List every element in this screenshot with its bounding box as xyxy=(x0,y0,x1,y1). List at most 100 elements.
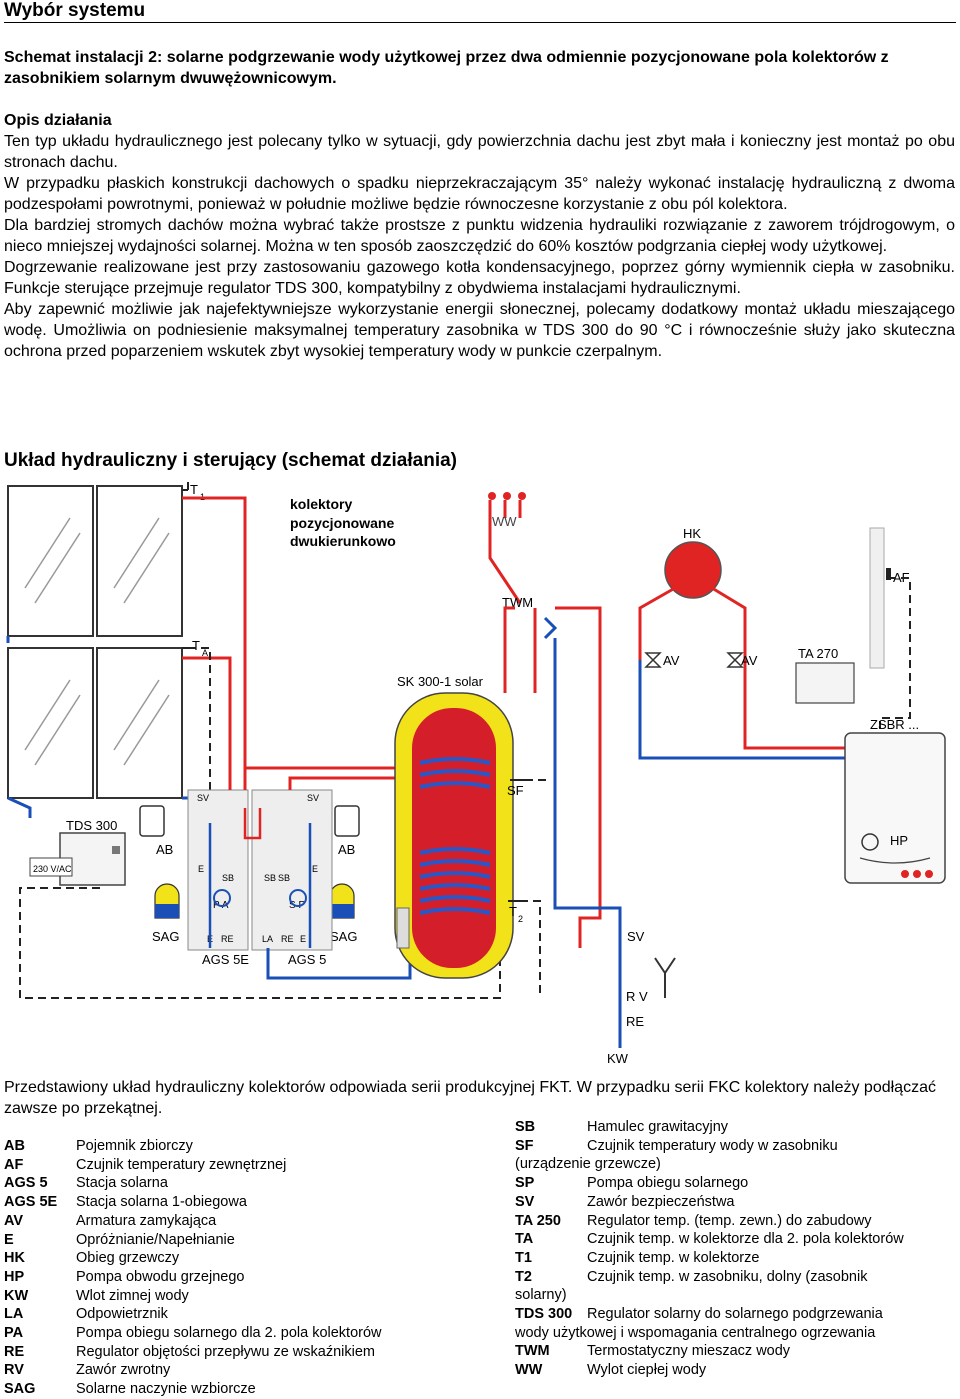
sv-bottom-label: SV xyxy=(627,929,645,944)
legend-row: T2 Czujnik temp. w zasobniku, dolny (zaso… xyxy=(515,1268,955,1287)
av-label-2: AV xyxy=(741,653,758,668)
re-bottom-label: RE xyxy=(626,1014,644,1029)
hp-label: HP xyxy=(890,833,908,848)
legend-code: E xyxy=(4,1231,14,1248)
legend-row: AV Armatura zamykająca xyxy=(4,1212,382,1231)
paragraph-2: W przypadku płaskich konstrukcji dachowy… xyxy=(4,175,955,213)
legend-code: SB xyxy=(515,1119,536,1135)
legend-code: TA 250 xyxy=(515,1212,561,1229)
legend-description: Czujnik temp. w zasobniku, dolny (zasobn… xyxy=(587,1268,868,1285)
legend-row: HK Obieg grzewczy xyxy=(4,1249,382,1268)
paragraph-1: Ten typ układu hydraulicznego jest polec… xyxy=(4,133,955,171)
v230-label: 230 V/AC xyxy=(33,864,72,874)
ab-left-label: AB xyxy=(156,842,173,857)
tank-lower-coil xyxy=(419,847,491,915)
legend-code: WW xyxy=(515,1362,543,1379)
collector-caption-3: dwukierunkowo xyxy=(290,533,396,549)
rv-label: R V xyxy=(626,989,648,1004)
ww-label: WW xyxy=(492,514,517,529)
legend-description-continuation: (urządzenie grzewcze) xyxy=(515,1156,661,1173)
opis-heading: Opis działania xyxy=(4,112,112,129)
description-block: Opis działania Ten typ układu hydraulicz… xyxy=(4,110,955,362)
legend-code: AF xyxy=(4,1156,24,1173)
legend-code: T2 xyxy=(515,1268,532,1285)
tank-label: SK 300-1 solar xyxy=(397,674,484,689)
t2-label: T xyxy=(509,904,517,919)
legend-code: TDS 300 xyxy=(515,1306,573,1323)
e-label-2: E xyxy=(312,864,318,874)
legend-description: Pojemnik zbiorczy xyxy=(76,1138,193,1154)
re-label-2: RE xyxy=(281,934,294,944)
hydraulic-diagram: T 1 T A kolektory pozycjonowane dwukieru… xyxy=(6,478,946,1066)
legend-description: Czujnik temperatury zewnętrznej xyxy=(76,1156,287,1173)
collector-field-upper xyxy=(7,485,183,637)
legend-row: PA Pompa obiegu solarnego dla 2. pola kol… xyxy=(4,1324,382,1343)
note-text: Przedstawiony układ hydrauliczny kolekto… xyxy=(4,1079,936,1117)
legend-code: SAG xyxy=(4,1381,36,1398)
kw-label: KW xyxy=(607,1051,629,1066)
ags5-label: AGS 5 xyxy=(288,952,326,967)
legend-description: Czujnik temp. w kolektorze dla 2. pola k… xyxy=(587,1231,904,1248)
legend-row: TA Czujnik temp. w kolektorze dla 2. pola… xyxy=(515,1230,955,1249)
legend-code: PA xyxy=(4,1325,24,1342)
legend-description-continuation: solarny) xyxy=(515,1287,567,1304)
ags5e-label: AGS 5E xyxy=(202,952,249,967)
legend-row: E Opróżnianie/Napełnianie xyxy=(4,1231,382,1250)
ab-right-label: AB xyxy=(338,842,355,857)
la-label: LA xyxy=(262,934,273,944)
sb-label-1: SB xyxy=(222,873,234,883)
sb-label-3: SB xyxy=(278,873,290,883)
legend-code: AB xyxy=(4,1138,25,1154)
legend-description: Hamulec grawitacyjny xyxy=(587,1119,729,1135)
legend-code: TA xyxy=(515,1231,534,1248)
intro-block: Schemat instalacji 2: solarne podgrzewan… xyxy=(4,47,955,89)
t2-sub: 2 xyxy=(518,914,523,924)
ta-label: T xyxy=(192,638,200,653)
paragraph-4: Dogrzewanie realizowane jest przy zastos… xyxy=(4,259,955,297)
legend-description: Wlot zimnej wody xyxy=(76,1287,189,1304)
collector-caption-1: kolektory xyxy=(290,496,352,512)
collector-field-lower xyxy=(7,647,183,799)
av-label-1: AV xyxy=(663,653,680,668)
re-label-1: RE xyxy=(221,934,234,944)
sf-label: SF xyxy=(507,783,524,798)
t1-label: T xyxy=(190,482,198,497)
legend-code: AGS 5 xyxy=(4,1175,48,1192)
legend-row: HP Pompa obwodu grzejnego xyxy=(4,1268,382,1287)
legend-description: Obieg grzewczy xyxy=(76,1250,180,1267)
paragraph-5: Aby zapewnić możliwie jak najefektywniej… xyxy=(4,301,955,360)
legend-description: Pompa obwodu grzejnego xyxy=(76,1268,245,1285)
tds-label: TDS 300 xyxy=(66,818,117,833)
legend-code: RE xyxy=(4,1343,25,1360)
page-title: Wybór systemu xyxy=(4,0,146,21)
zsbr-label: ZSBR ... xyxy=(870,717,919,732)
legend-description: Armatura zamykająca xyxy=(76,1212,217,1229)
legend-code: T1 xyxy=(515,1249,532,1266)
legend-description: Opróżnianie/Napełnianie xyxy=(76,1231,235,1248)
e-label-4: E xyxy=(300,934,306,944)
legend-description-continuation: wody użytkowej i wspomagania centralnego… xyxy=(515,1324,876,1341)
legend-description: Regulator temp. (temp. zewn.) do zabudow… xyxy=(587,1212,872,1229)
legend-description: Pompa obiegu solarnego dla 2. pola kolek… xyxy=(76,1325,382,1342)
legend-code: AV xyxy=(4,1212,24,1229)
legend-description: Stacja solarna 1-obiegowa xyxy=(76,1194,247,1211)
tank-upper-coil xyxy=(419,757,491,789)
sv-right-label: SV xyxy=(307,793,319,803)
legend-description: Termostatyczny mieszacz wody xyxy=(587,1343,791,1360)
legend-code: HP xyxy=(4,1268,25,1285)
twm-label: TWM xyxy=(502,595,533,610)
collector-caption-2: pozycjonowane xyxy=(290,515,394,531)
legend-code: HK xyxy=(4,1250,25,1267)
legend-description: Zawór zwrotny xyxy=(76,1362,171,1379)
